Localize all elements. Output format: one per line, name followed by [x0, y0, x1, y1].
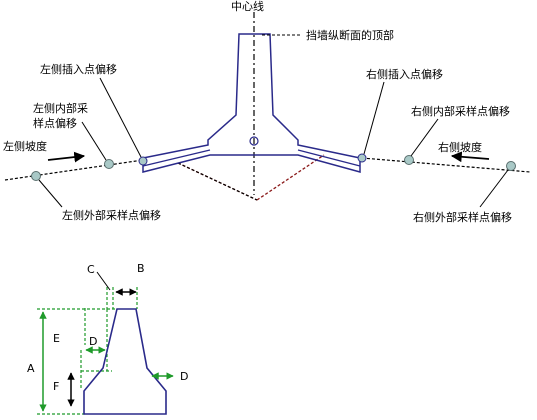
right-ground-line: [361, 157, 531, 173]
dim-B-label: B: [137, 262, 145, 275]
center-point-icon: [249, 136, 259, 146]
right-insert-leader: [363, 81, 385, 155]
right-inner-label: 右侧内部采样点偏移: [411, 104, 510, 118]
dimension-guides: [37, 287, 138, 415]
left-slope-arrow: [47, 151, 86, 163]
dim-A-label: A: [27, 362, 35, 375]
right-inner-sample-point: [404, 155, 414, 165]
right-insert-label: 右侧插入点偏移: [366, 67, 443, 81]
right-outer-label: 右侧外部采样点偏移: [413, 210, 512, 224]
subgrade-right: [256, 154, 325, 201]
dim-F-label: F: [53, 380, 59, 393]
dim-C-leader: [96, 271, 111, 291]
left-outer-sample-point: [31, 171, 41, 181]
left-inner-label-line2: 样点偏移: [33, 116, 77, 130]
retaining-wall-body: [142, 33, 361, 173]
dim-E-label: E: [53, 332, 60, 345]
wall-footing-line: [142, 149, 211, 167]
wall-cross-section: [83, 308, 167, 415]
dim-D-inner-label: D: [89, 335, 97, 348]
wall-footing-line-right: [297, 149, 361, 167]
left-ground-line: [4, 159, 144, 181]
dim-C-label: C: [87, 263, 95, 276]
left-insert-label: 左侧插入点偏移: [40, 62, 117, 76]
left-outer-label: 左侧外部采样点偏移: [62, 208, 161, 222]
left-insert-point: [138, 156, 148, 166]
wall-top-label: 挡墙纵断面的顶部: [306, 28, 394, 42]
left-inner-label-line1: 左侧内部采: [33, 101, 88, 115]
left-outer-leader: [38, 179, 63, 208]
right-outer-leader: [479, 169, 509, 208]
right-slope-label: 右侧坡度: [438, 140, 482, 154]
dim-D-outer-label: D: [180, 370, 188, 383]
right-slope-arrow: [450, 151, 490, 163]
left-inner-sample-point: [104, 159, 114, 169]
right-outer-sample-point: [506, 161, 516, 171]
right-insert-point: [357, 153, 367, 163]
left-slope-label: 左侧坡度: [3, 139, 47, 153]
right-inner-leader: [410, 118, 439, 157]
subgrade-left-black: [177, 162, 258, 201]
center-line-label: 中心线: [231, 0, 264, 13]
left-insert-leader: [99, 77, 142, 158]
left-inner-leader: [81, 121, 107, 161]
